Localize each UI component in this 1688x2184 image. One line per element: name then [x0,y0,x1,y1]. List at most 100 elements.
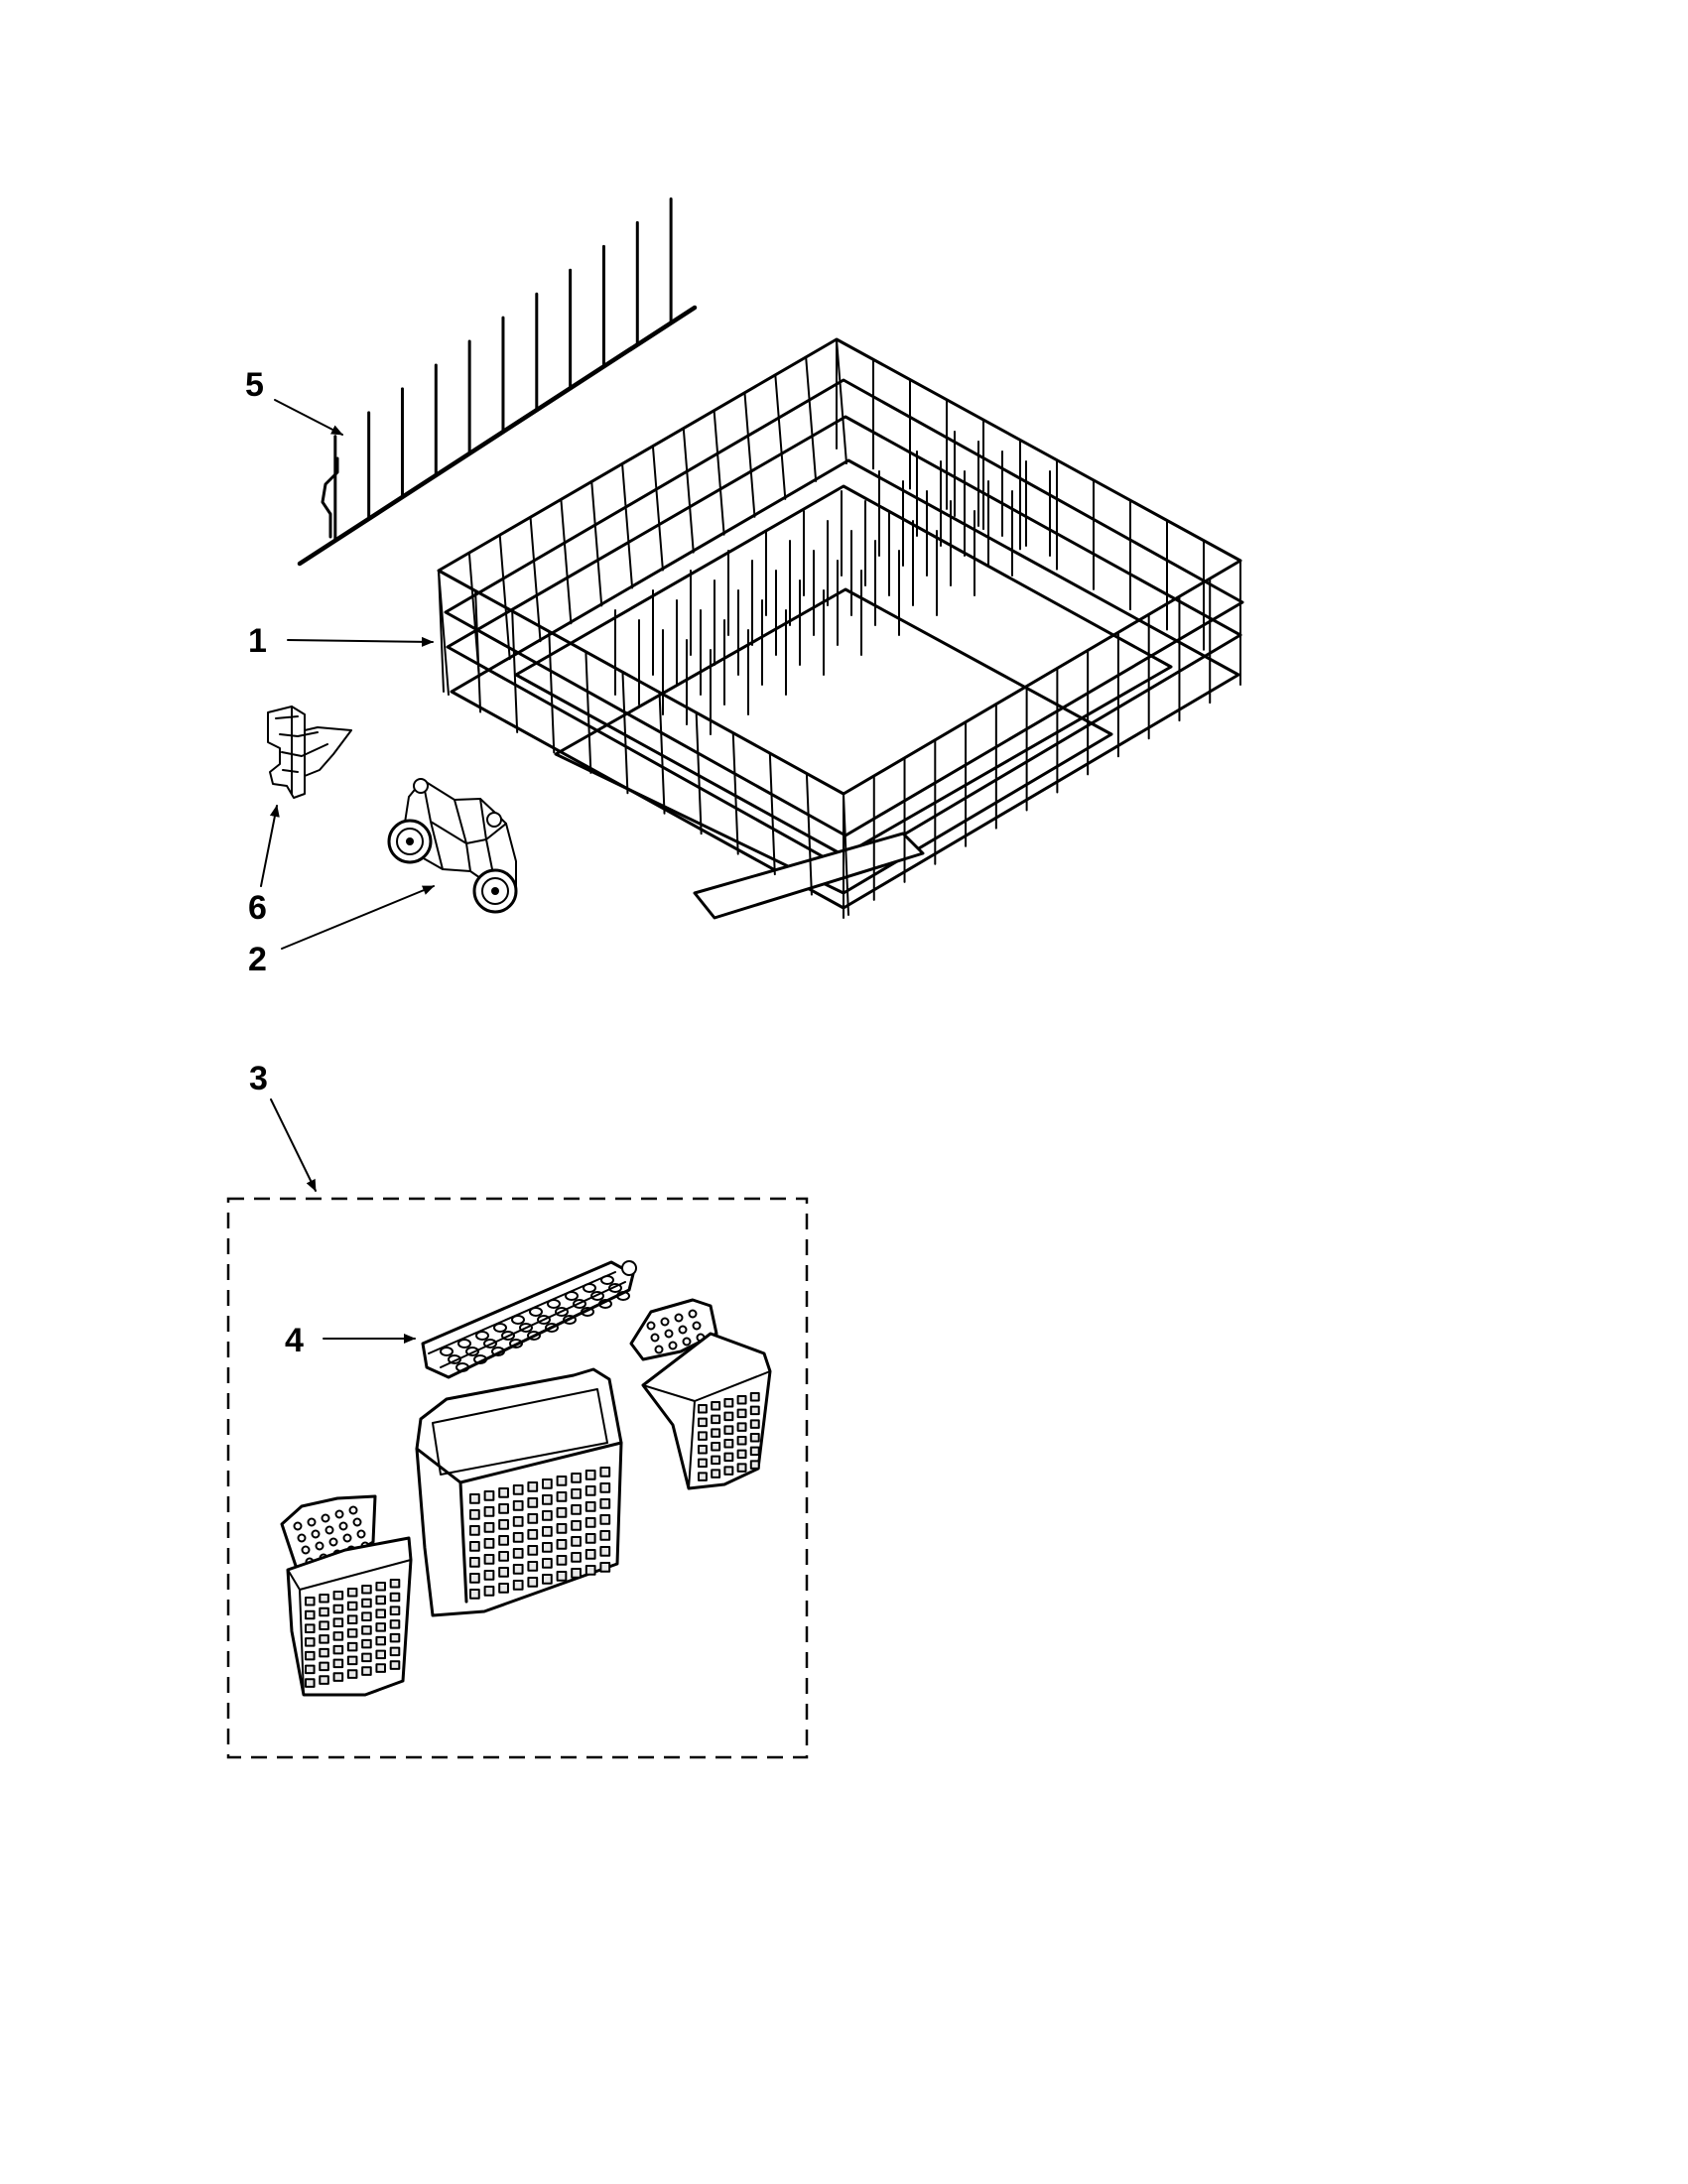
leader-lines [260,399,435,1344]
lid-dot [668,1341,678,1350]
basket-cell [389,1579,401,1589]
rack-wire [836,338,847,464]
basket-cell [584,1549,596,1560]
callout-1: 1 [248,622,267,660]
lid-hole [600,1275,614,1285]
basket-cell [332,1604,344,1614]
basket-cell [469,1557,480,1568]
basket-cell [599,1514,611,1525]
callout-labels: 1 2 3 4 5 6 [245,366,304,1359]
basket-cell [571,1552,582,1563]
basket-cell [346,1655,358,1666]
lid-dot [692,1321,702,1331]
basket-cell [319,1620,329,1630]
lid-hole [616,1291,630,1301]
basket-cell [556,1539,568,1550]
lid-dot [311,1529,321,1539]
basket-cell [305,1623,316,1633]
basket-cell [512,1548,524,1559]
basket-cell [483,1554,495,1565]
basket-cell [375,1622,386,1632]
lid-hole [457,1339,471,1349]
basket-cell [512,1516,524,1527]
basket-cell [498,1503,509,1514]
basket-cell [711,1401,721,1411]
lid-hole [455,1362,469,1372]
lid-dot [321,1513,330,1523]
basket-cell [556,1491,568,1502]
basket-cell [483,1586,495,1597]
basket-cell [736,1422,747,1432]
basket-cell [346,1601,358,1611]
basket-cell [498,1487,509,1498]
rack-wire [658,691,666,815]
lid-hole [529,1307,543,1317]
lid-dot [660,1317,670,1327]
lid-hole [547,1299,561,1309]
rack-wire [529,516,542,643]
lid-dot [646,1321,656,1331]
basket-cell [361,1611,372,1621]
basket-cell [332,1617,344,1627]
basket-cell [749,1460,760,1470]
lid-hole [491,1347,505,1356]
basket-cell [332,1591,344,1601]
basket-cell [319,1634,329,1644]
basket-cell [736,1449,747,1460]
basket-cell [483,1522,495,1533]
basket-cell [749,1419,760,1429]
basket-cell [736,1408,747,1419]
callout-4: 4 [285,1322,304,1359]
rack-wire [621,671,629,795]
center-basket [415,1367,623,1617]
basket-cell [599,1467,611,1477]
rack-wire [682,427,695,554]
basket-cell [332,1658,344,1669]
basket-cell [483,1490,495,1501]
basket-cell [483,1570,495,1581]
silverware-basket-part-3 [226,1197,809,1759]
basket-cell [332,1644,344,1655]
basket-cell [305,1650,316,1661]
basket-cell [498,1583,509,1594]
lid-dot [301,1545,311,1555]
basket-cell [749,1446,760,1457]
basket-cell [483,1506,495,1517]
basket-cell [584,1501,596,1512]
basket-cell [469,1509,480,1520]
basket-cell [556,1476,568,1486]
tine-row-part-5 [297,196,698,567]
rack-clip-part-6 [267,706,352,799]
basket-cell [584,1485,596,1496]
basket-cell [711,1455,721,1466]
basket-cell [305,1609,316,1620]
lid-dot [678,1325,688,1335]
rack-wire [731,731,739,855]
lid-hole [519,1323,533,1333]
rack-wire [474,589,482,713]
rack-rail [514,484,1173,857]
basket-cell [571,1568,582,1579]
basket-cell [361,1638,372,1649]
basket-cell [512,1532,524,1543]
lid-hole [465,1347,479,1356]
basket-cell [749,1405,760,1416]
basket-cell [736,1463,747,1473]
basket-cell [375,1649,386,1660]
basket-cell [346,1669,358,1679]
basket-cell [361,1625,372,1635]
basket-cell [319,1606,329,1617]
basket-cell [723,1398,734,1408]
basket-cell [469,1493,480,1504]
basket-cell [571,1536,582,1547]
callout-2: 2 [248,941,267,978]
basket-cell [527,1577,539,1588]
basket-cell [319,1675,329,1685]
basket-cell [389,1619,401,1629]
basket-cell [599,1530,611,1541]
lid-hole [598,1299,612,1309]
lid-hole [573,1299,586,1309]
lid-hole [448,1354,461,1364]
rack-rail [450,458,1240,910]
basket-cell [599,1498,611,1509]
